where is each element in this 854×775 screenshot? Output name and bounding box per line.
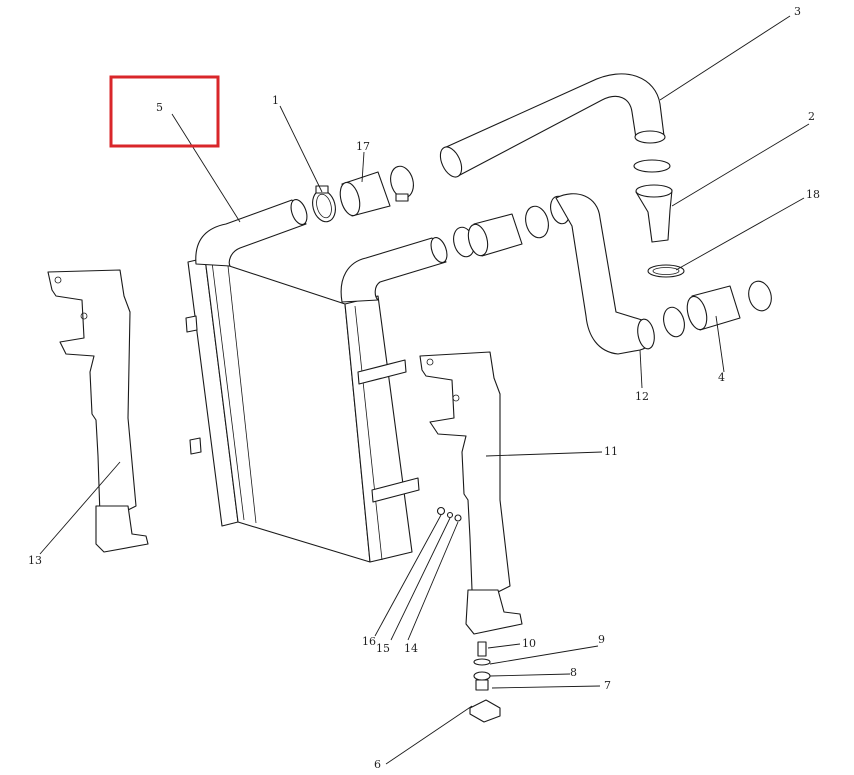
callout-12[interactable]: 12 bbox=[635, 390, 649, 403]
callout-3[interactable]: 3 bbox=[794, 5, 801, 18]
intercooler-core bbox=[185, 257, 420, 563]
callout-13[interactable]: 13 bbox=[28, 554, 42, 567]
callout-1[interactable]: 1 bbox=[272, 94, 279, 107]
callout-2[interactable]: 2 bbox=[808, 110, 815, 123]
callout-17[interactable]: 17 bbox=[356, 140, 370, 153]
part-4-hose[interactable] bbox=[660, 279, 774, 339]
callout-18[interactable]: 18 bbox=[806, 188, 820, 201]
callout-7[interactable]: 7 bbox=[604, 679, 611, 692]
callout-labels: 1 2 3 4 5 6 7 8 9 10 11 12 13 14 15 16 1… bbox=[28, 5, 820, 771]
callout-16[interactable]: 16 bbox=[362, 635, 376, 648]
callout-10[interactable]: 10 bbox=[522, 637, 536, 650]
right-core-pipe bbox=[340, 237, 448, 303]
part-12-lower-tube[interactable] bbox=[555, 193, 656, 355]
part-5-inlet-pipe[interactable] bbox=[195, 197, 310, 267]
part-2-reducer[interactable] bbox=[633, 159, 673, 243]
callout-5[interactable]: 5 bbox=[156, 101, 163, 114]
highlight-box bbox=[109, 75, 220, 148]
callout-15[interactable]: 15 bbox=[376, 642, 390, 655]
part-13-left-bracket[interactable] bbox=[47, 269, 149, 553]
callout-4[interactable]: 4 bbox=[718, 371, 725, 384]
callout-9[interactable]: 9 bbox=[598, 633, 605, 646]
callout-6[interactable]: 6 bbox=[374, 758, 381, 771]
part-18-clamp-ring[interactable] bbox=[647, 264, 685, 278]
callout-8[interactable]: 8 bbox=[570, 666, 577, 679]
middle-hose-assembly bbox=[453, 195, 570, 258]
part-3-upper-tube[interactable] bbox=[436, 73, 666, 180]
leader-lines bbox=[39, 15, 810, 765]
callout-14[interactable]: 14 bbox=[404, 642, 418, 655]
part-17-hose[interactable] bbox=[337, 164, 417, 218]
fasteners-14-15-16 bbox=[436, 506, 462, 522]
part-11-right-bracket[interactable] bbox=[419, 351, 523, 635]
mount-hardware-stack bbox=[469, 641, 501, 723]
part-1-hose-clamp[interactable] bbox=[309, 185, 339, 224]
callout-11[interactable]: 11 bbox=[604, 445, 618, 458]
